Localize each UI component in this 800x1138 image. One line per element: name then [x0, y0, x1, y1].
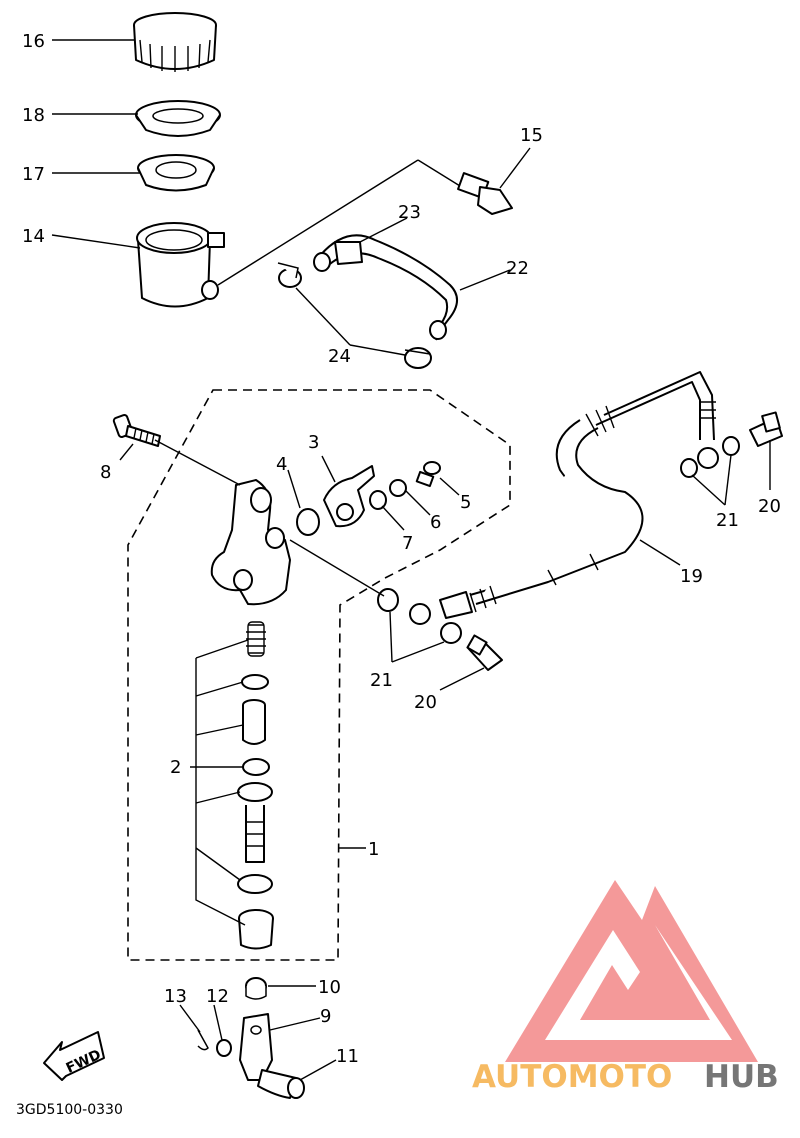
part-21-washer-lower-2: [440, 622, 462, 644]
part-23-hose-end: [334, 241, 363, 265]
label-11: 11: [336, 1046, 359, 1067]
label-14: 14: [22, 226, 45, 247]
part-19-brake-hose: [409, 371, 719, 625]
label-21-upper: 21: [716, 510, 739, 531]
part-13-cotter-pin: [197, 1029, 209, 1051]
part-12-washer: [216, 1039, 232, 1057]
part-24-hose-clip-upper: [277, 262, 302, 288]
part-16-reservoir-cap: [133, 12, 217, 72]
part-7-washer: [369, 490, 387, 510]
label-23: 23: [398, 202, 421, 223]
label-19: 19: [680, 566, 703, 587]
part-3-union-joint: [323, 465, 375, 528]
label-20-upper: 20: [758, 496, 781, 517]
part-4-o-ring: [296, 508, 320, 536]
part-15-bolt: [457, 172, 513, 215]
label-22: 22: [506, 258, 529, 279]
part-2-boot: [238, 909, 274, 950]
part-18-diaphragm-plate: [135, 100, 221, 137]
part-5-screw: [415, 461, 441, 488]
label-6: 6: [430, 512, 441, 533]
label-21-lower: 21: [370, 670, 393, 691]
part-24-hose-clip-lower: [404, 347, 432, 369]
part-21-washer-upper-1: [680, 458, 698, 478]
watermark-g-mark: [600, 995, 675, 1015]
part-2-secondary-cup: [242, 758, 270, 776]
label-2: 2: [170, 757, 181, 778]
label-5: 5: [460, 492, 471, 513]
part-11-pin: [257, 1069, 305, 1099]
part-21-washer-upper-2: [722, 436, 740, 456]
label-20-lower: 20: [414, 692, 437, 713]
part-20-union-bolt-lower: [466, 634, 503, 671]
label-17: 17: [22, 164, 45, 185]
part-14-reservoir: [136, 222, 225, 308]
watermark-triangle-inner: [545, 925, 732, 1040]
label-12: 12: [206, 986, 229, 1007]
label-10: 10: [318, 977, 341, 998]
automotohub-watermark-logo: AUTOMOTO HUB: [472, 880, 779, 1095]
part-2-piston-kit: [237, 621, 274, 950]
fwd-direction-arrow: FWD: [43, 1031, 105, 1081]
label-4: 4: [276, 454, 287, 475]
part-2-primary-cup: [241, 674, 269, 690]
label-16: 16: [22, 31, 45, 52]
part-2-piston: [242, 699, 266, 745]
part-9-clevis: [239, 1013, 273, 1081]
watermark-text-hub: HUB: [704, 1059, 779, 1095]
label-24: 24: [328, 346, 351, 367]
label-15: 15: [520, 125, 543, 146]
part-2-circlip: [237, 874, 273, 894]
leader-lines: [51, 39, 771, 1081]
diagram-code: 3GD5100-0330: [16, 1102, 123, 1118]
label-3: 3: [308, 432, 319, 453]
part-6-washer: [389, 479, 407, 497]
part-10-nut: [245, 977, 267, 1000]
part-20-union-bolt-upper: [749, 411, 783, 447]
label-1: 1: [368, 839, 379, 860]
label-9: 9: [320, 1006, 331, 1027]
master-cylinder-body: [210, 479, 291, 606]
label-13: 13: [164, 986, 187, 1007]
watermark-text-automoto: AUTOMOTO: [472, 1059, 672, 1095]
label-8: 8: [100, 462, 111, 483]
part-2-spring: [246, 621, 266, 657]
part-8-bolt: [112, 414, 161, 447]
part-17-diaphragm: [137, 154, 215, 192]
label-7: 7: [402, 533, 413, 554]
part-2-push-rod: [237, 782, 273, 863]
assembly-1-dashed-outline: [127, 389, 511, 961]
label-18: 18: [22, 105, 45, 126]
part-21-washer-lower-1: [377, 588, 399, 612]
